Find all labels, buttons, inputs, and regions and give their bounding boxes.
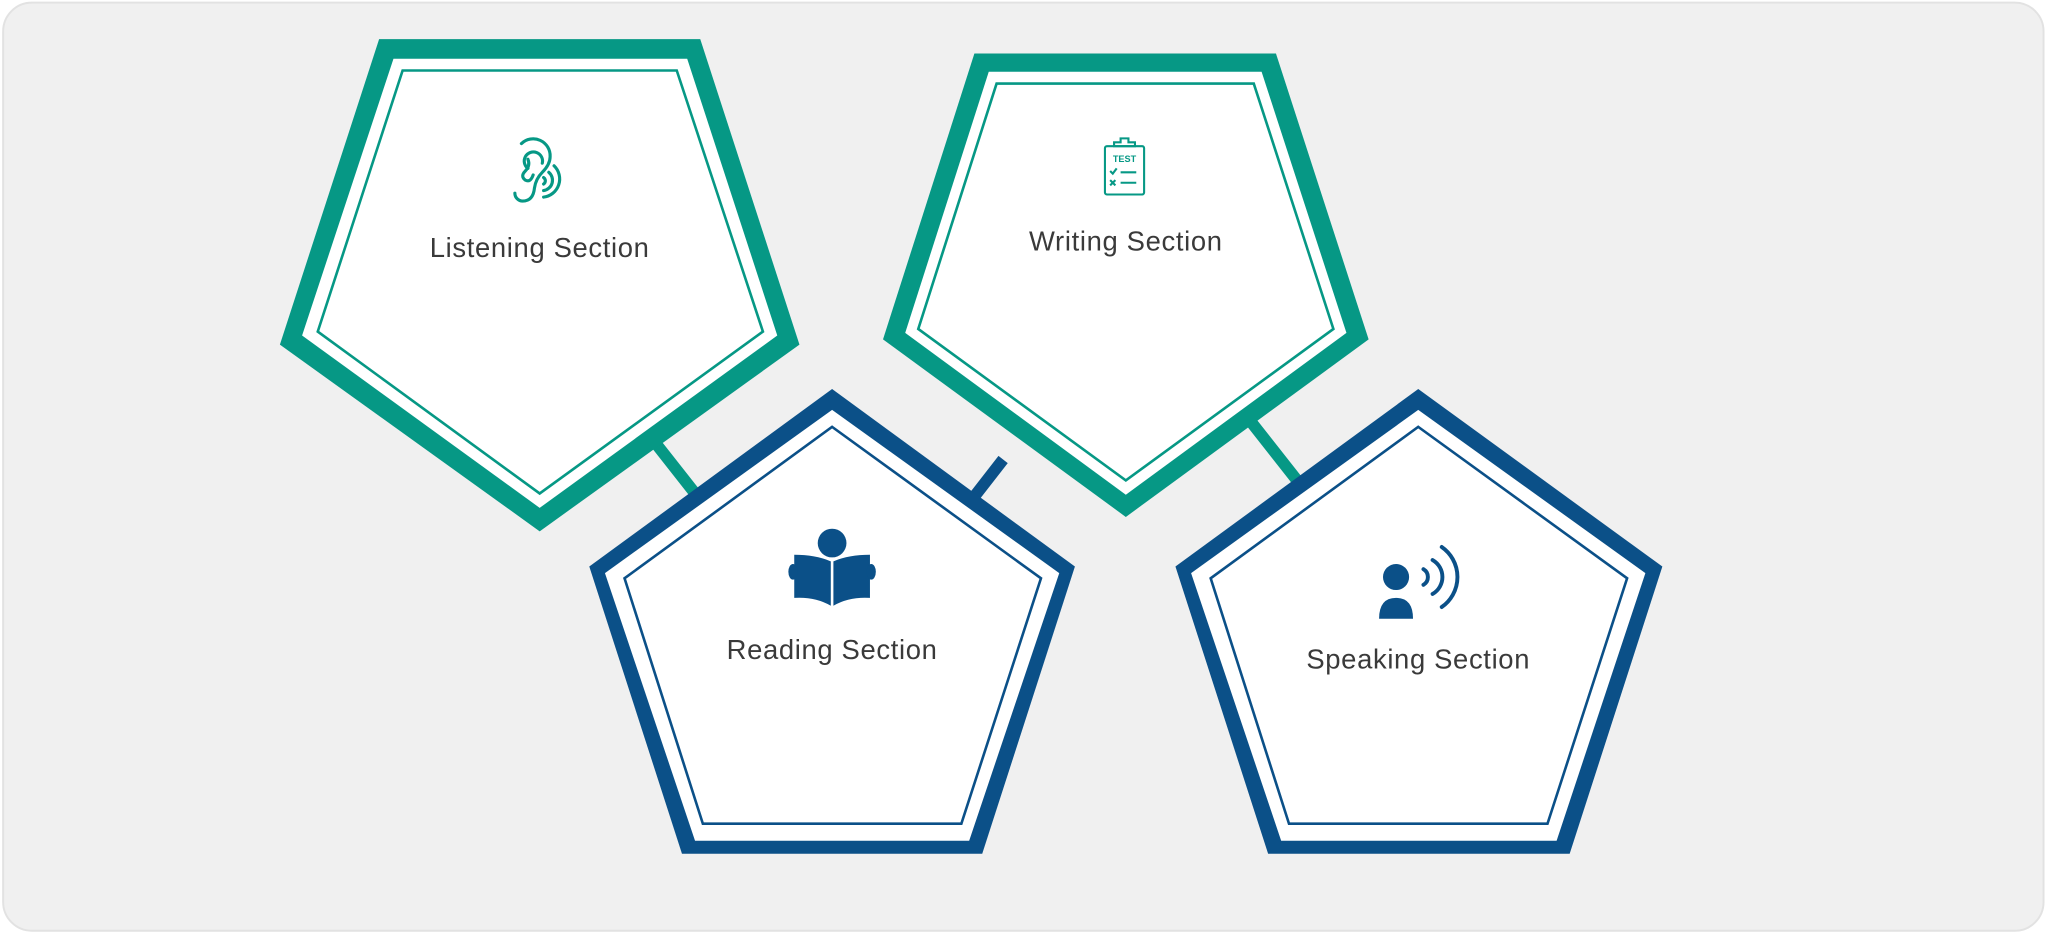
reading-section-label: Reading Section: [727, 634, 938, 665]
reading-section-card[interactable]: Reading Section: [589, 389, 1075, 854]
writing-section-label: Writing Section: [1029, 226, 1223, 257]
person-speaking-icon: [1379, 545, 1460, 619]
speaking-section-card[interactable]: Speaking Section: [1175, 389, 1663, 854]
ear-icon: [513, 137, 562, 203]
listening-section-card[interactable]: Listening Section: [279, 39, 800, 532]
listening-section-label: Listening Section: [430, 232, 650, 263]
person-reading-book-icon: [788, 528, 876, 606]
test-clipboard-icon: TEST: [1103, 137, 1146, 196]
speaking-section-label: Speaking Section: [1306, 643, 1530, 674]
writing-section-card[interactable]: TEST Writing Section: [883, 53, 1369, 517]
svg-text:TEST: TEST: [1113, 154, 1137, 164]
